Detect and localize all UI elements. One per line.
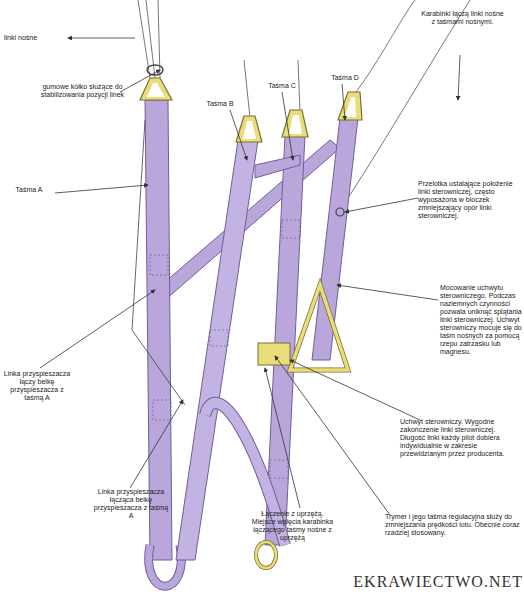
part-label: Karabinki łączą linki nośne z taśmami no… — [420, 10, 505, 26]
part-label: Uchwyt sterowniczy. Wygodne zakończenie … — [400, 418, 515, 458]
watermark: EKRAWIECTWO.NET — [345, 573, 523, 591]
part-label: Taśma D — [325, 74, 365, 82]
part-label: Taśma B — [200, 100, 240, 108]
part-label: linki nośne — [4, 34, 64, 42]
part-label: gumowe kółko służące do stabilizowania p… — [40, 83, 125, 99]
part-label: Mocowanie uchwytu sterowniczego. Podczas… — [440, 284, 522, 356]
part-label: Linka przyspieszacza łącząca belkę przys… — [92, 488, 170, 520]
part-label: Łączenie z uprzężą. Miejsce wpięcia kara… — [250, 510, 335, 542]
part-label: Linka przyspieszacza łączy belkę przyspi… — [2, 370, 72, 402]
part-label: Taśma A — [4, 186, 54, 194]
part-label: Taśma C — [262, 82, 302, 90]
part-label: Trymer i jego taśma regulacyjna służy do… — [385, 513, 520, 537]
part-label: Przelotka ustalające położenie linki ste… — [418, 180, 518, 220]
